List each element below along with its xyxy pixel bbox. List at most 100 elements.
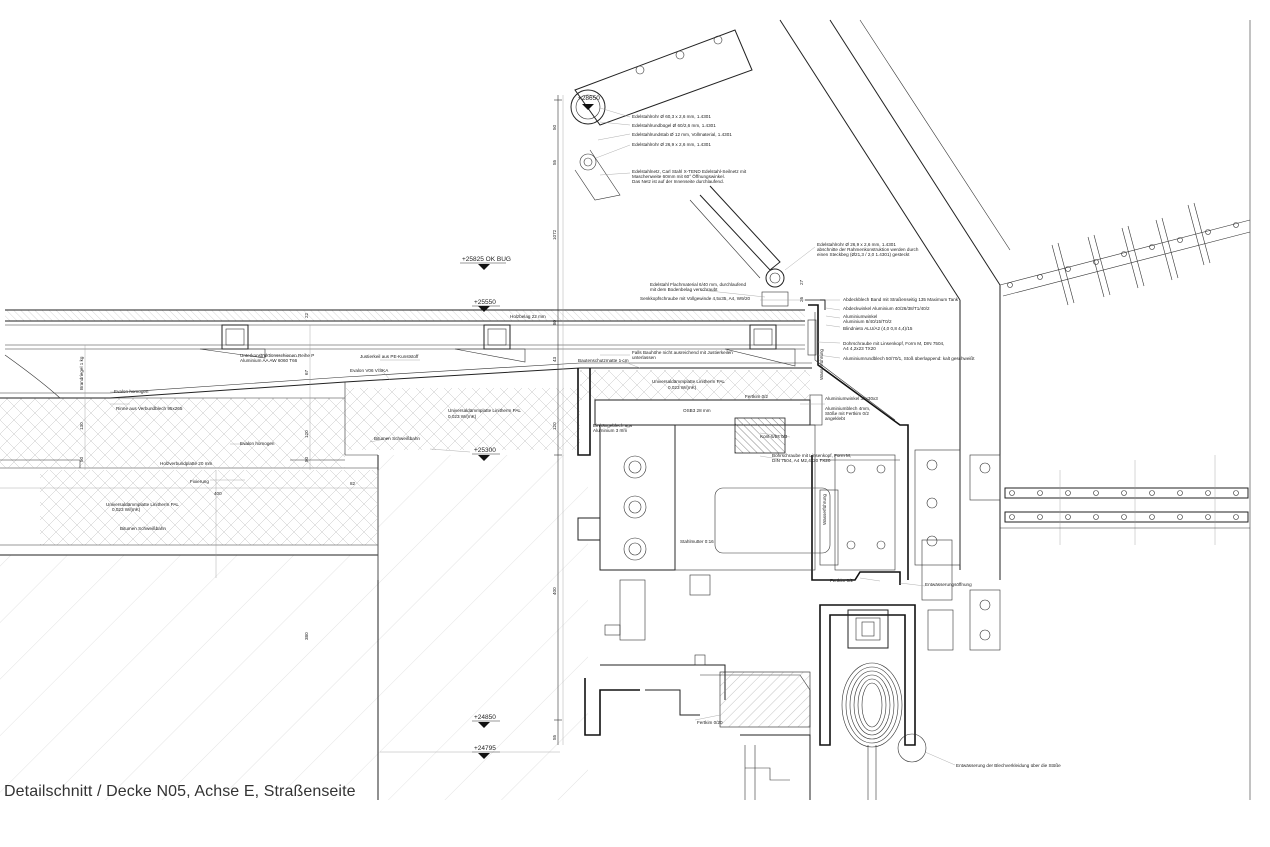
level-marker-28650: +28650 (578, 95, 600, 110)
note-net-3: Das Netz ist auf der Innenseite durchlau… (632, 179, 724, 184)
level-markers: +28650 +25825 OK BUG +25550 +25300 +2485… (380, 95, 600, 759)
note-insulation-2b: 0,023 W/(mK) (112, 507, 141, 512)
level-25825-text: +25825 OK BUG (462, 256, 511, 263)
note-substructure-2: Aluminium AA AW 6060 T66 (240, 358, 298, 363)
dim-5: 26 (799, 296, 804, 302)
dimension-chain (0, 95, 564, 745)
dim-11: 130 (79, 422, 84, 430)
note-cover-sheet: Abdeckblech Band mit Straßenseitig 135 M… (843, 297, 959, 302)
support-rails (221, 324, 777, 350)
note-fertkim-3: Fertkim 0/20 (697, 720, 723, 725)
note-evalon-1: Evalon homogen (114, 389, 149, 394)
dim-19: 55 (552, 734, 557, 740)
insulation-lower (0, 470, 378, 546)
note-flat-steel-1: Edelstahl Flachmaterial 6/40 mm, durchla… (650, 282, 746, 287)
note-protection-mat: Bautenschutzmatte 1 cm (578, 358, 629, 363)
lower-frame (584, 654, 811, 800)
note-height-2: unterlassen (632, 355, 656, 360)
note-gutter: Rinne aus Verbundblech 95x265 (116, 406, 183, 411)
note-fertkim-2: Fertkim 0/2 (830, 578, 853, 583)
note-net-1: Edelstahlnetz, Carl Stahl X-TEND Edelsta… (632, 169, 747, 174)
note-angle-30-4: angeklebt (825, 416, 846, 421)
insulation-upper (0, 370, 810, 468)
dim-1: 50 (552, 124, 557, 130)
note-water-2: Wasserführung (822, 494, 827, 525)
sunshade-cassette (819, 604, 927, 800)
note-hanging-sheet-1: Einhängeblech aus (593, 423, 633, 428)
note-evalon-2: Evalon homogen (240, 441, 275, 446)
note-insulation-3a: Universaldämmplatte Linitherm PAL (652, 379, 725, 384)
note-osb: OSB3 28 mm (683, 408, 711, 413)
level-marker-25550: +25550 (472, 299, 500, 312)
dim-3: 1072 (552, 229, 557, 240)
note-wedge: Justierkeil aus PE-Kunststoff (360, 354, 419, 359)
level-24850-text: +24850 (474, 714, 496, 721)
mesh-bars (1007, 202, 1239, 306)
note-water-1: Wasserführung (819, 349, 824, 380)
dim-4: 27 (799, 279, 804, 285)
note-insulation-3b: 0,023 W/(mK) (668, 385, 697, 390)
dim-6: 22 (304, 312, 309, 318)
note-angle-30-3: Stöße mit Fertkim 0/2 (825, 411, 869, 416)
note-angle-30-1: Aluminiumwinkel 30x30x3 (825, 396, 878, 401)
note-net-2: Maschenweite 60mm mit 60° Öffnungswinkel… (632, 173, 725, 179)
note-firebreak: Brandriegel 1 kg (79, 356, 84, 390)
note-cover-angle: Abdeckwinkel Aluminium 40/26/38/T1/40/2 (843, 306, 930, 311)
note-countersunk-screw: Senkkopfschraube mit Vollgewinde 4,5x35,… (640, 296, 751, 301)
note-evalon-v06: Evalon V06 V/SKA (350, 368, 389, 373)
dim-10: 50 (79, 456, 84, 462)
note-alu-angle-2: Aluminium 8/40/15/T0/2 (843, 319, 892, 324)
note-sheet-drainage: Entwässerung der Blechverkleidung über d… (956, 763, 1061, 768)
note-round-bracket: Edelstahlrundbügel Ø 60/2,6 mm, 1.4301 (632, 123, 716, 128)
note-bitumen-1: Bitumen Schweißbahn (374, 436, 420, 441)
dim-18: 380 (304, 632, 309, 640)
note-tube-frame-3: einen Steckbeg (Ø21,3 / 2,0 1.4301) gest… (817, 252, 910, 257)
note-drill-screw-1: Dohrschraube mit Linsenkopf, Form M, DIN… (843, 341, 944, 346)
note-hanging-sheet-2: Aluminium 3 mm (593, 428, 627, 433)
facade-edge (805, 299, 909, 585)
note-drill-screw-2: A4 4,2x23 TX20 (843, 346, 876, 351)
note-flat-steel-2: mit dem Bodenbelag verschraubt (650, 287, 718, 292)
level-28650-text: +28650 (578, 95, 600, 102)
concrete-slab (0, 455, 588, 800)
note-fertkim-1: Fertkim 0/2 (745, 394, 768, 399)
note-alu-angle-1: Aluminiumwinkel (843, 314, 877, 319)
section-drawing: 50 55 1072 27 26 22 67 43 120 50 130 82 … (0, 19, 1251, 800)
dim-7: 67 (304, 369, 309, 375)
note-kont: Kont-5/bs 0/3 (760, 434, 788, 439)
dim-8: 43 (552, 356, 557, 362)
dim-9: 120 (304, 430, 309, 438)
note-steel-tube-26: Edelstahlrohr Ø 26,9 x 2,6 mm, 1.4301 (632, 142, 711, 147)
level-marker-25300: +25300 (472, 447, 500, 461)
note-insulation-1a: Universaldämmplatte Linitherm PAL (448, 408, 521, 413)
note-drainage-opening: Entwässerungsöffnung (925, 582, 972, 587)
note-height-1: Falls Bauhöhe nicht ausreichend mit Just… (632, 350, 733, 355)
note-round-bar: Edelstahlrundstab Ø 12 mm, Vollmaterial,… (632, 132, 732, 137)
dim-17: 400 (552, 587, 557, 595)
note-wood-deck: Holzbelag 22 mm (510, 314, 546, 319)
note-tube-frame-2: abschnitte der Rahmenkonstruktion werden… (817, 247, 919, 252)
wood-deck (4, 309, 805, 399)
note-bitumen-2: Bitumen Schweißbahn (120, 526, 166, 531)
note-insulation-1b: 0,023 W/(mK) (448, 414, 477, 419)
note-blind-rivet: Blindnieto ALU/A2 (4,0 0,8 4,4)/15 (843, 326, 913, 331)
note-insulation-2a: Universaldämmplatte Linitherm PAL (106, 502, 179, 507)
note-drill-m-2: DIN 7504, A4 M2,4x20 TX20 (772, 458, 831, 463)
horizontal-bars (1000, 455, 1250, 545)
note-steel-nut: Stahlmutter 0:16 (680, 539, 714, 544)
note-tube-frame-1: Edelstahlrohr Ø 26,9 x 2,6 mm, 1.4301 (817, 242, 896, 247)
annotations: Edelstahlrohr Ø 60,3 x 2,6 mm, 1.4301 Ed… (79, 114, 1061, 768)
railing-frame (570, 19, 1251, 800)
level-marker-24850: +24850 (472, 714, 500, 728)
note-wood-board: Holzverbundplatte 20 mm (160, 461, 213, 466)
note-angle-30-2: Aluminiumblech 4mm, (825, 406, 870, 411)
level-25550-text: +25550 (474, 299, 496, 306)
steel-bracket (577, 399, 896, 641)
level-marker-25825: +25825 OK BUG (460, 256, 511, 270)
drawing-caption: Detailschnitt / Decke N05, Achse E, Stra… (4, 783, 356, 800)
bracket-plates (914, 449, 1001, 651)
note-steel-tube-60: Edelstahlrohr Ø 60,3 x 2,6 mm, 1.4301 (632, 114, 711, 119)
dim-16: 400 (214, 491, 222, 496)
dim-13: 120 (552, 422, 557, 430)
note-substructure-1: Unterkonstruktionsschienen Reihe P (240, 353, 314, 358)
